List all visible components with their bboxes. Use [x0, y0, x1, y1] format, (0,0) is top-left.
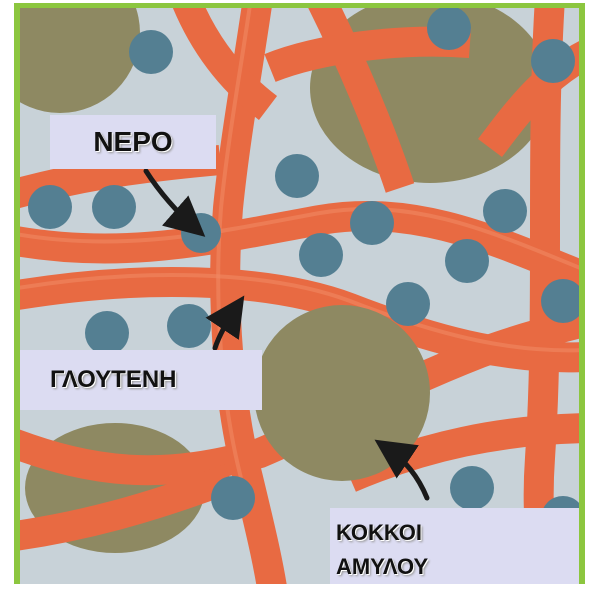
starch-label-line-1: ΚΟΚΚΟΙ — [336, 516, 580, 550]
water-molecule — [386, 282, 430, 326]
starch-granule-large — [254, 305, 430, 481]
water-molecule — [92, 185, 136, 229]
water-molecule — [129, 30, 173, 74]
water-molecule — [28, 185, 72, 229]
water-molecule — [211, 476, 255, 520]
starch-label-line-2: ΑΜΥΛΟΥ — [336, 550, 580, 584]
water-molecule — [427, 8, 471, 50]
water-label: ΝΕΡΟ — [50, 115, 216, 169]
water-molecule — [275, 154, 319, 198]
water-molecule — [445, 239, 489, 283]
water-molecule — [531, 39, 575, 83]
diagram-frame: ΝΕΡΟ ΓΛΟΥΤΕΝΗ ΚΟΚΚΟΙ ΑΜΥΛΟΥ — [14, 3, 585, 584]
water-molecule — [483, 189, 527, 233]
water-molecule — [299, 233, 343, 277]
gluten-label: ΓΛΟΥΤΕΝΗ — [20, 350, 262, 410]
water-molecule — [85, 311, 129, 355]
water-molecule — [450, 466, 494, 510]
water-molecule — [167, 304, 211, 348]
dough-structure-illustration — [20, 8, 579, 584]
starch-granules-label: ΚΟΚΚΟΙ ΑΜΥΛΟΥ — [330, 508, 580, 584]
water-molecule — [350, 201, 394, 245]
